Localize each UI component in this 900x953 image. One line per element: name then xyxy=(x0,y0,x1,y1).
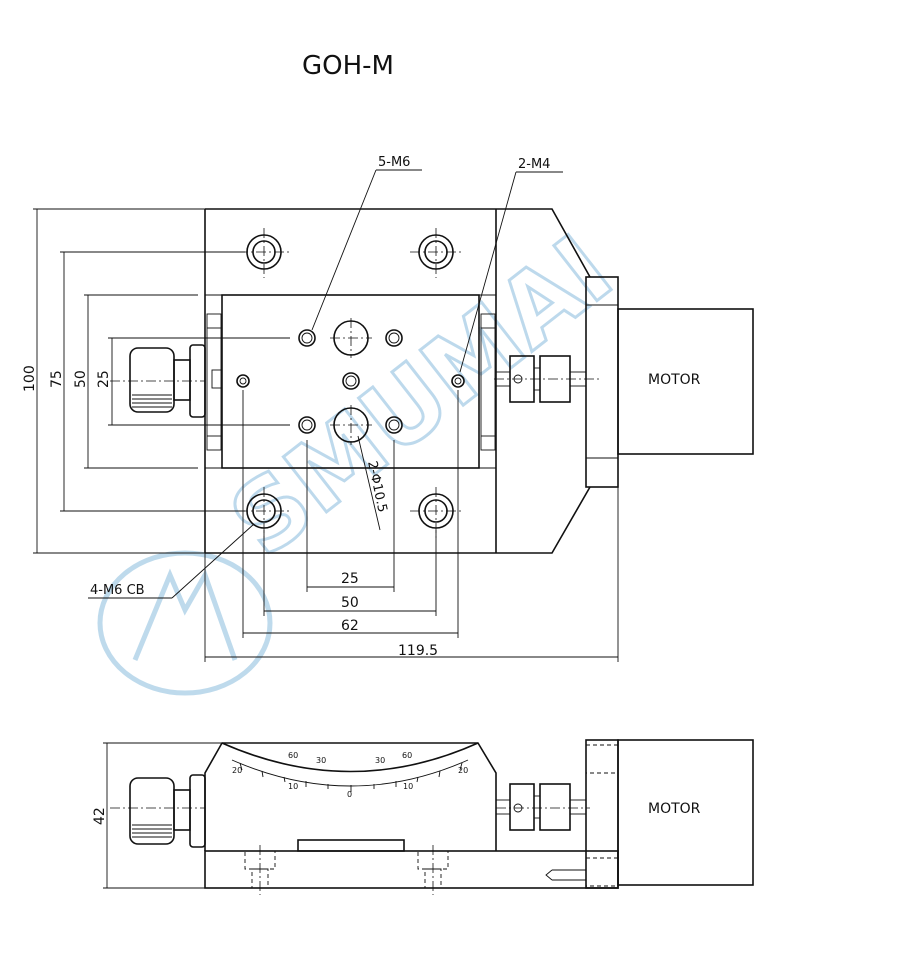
motor-label-side: MOTOR xyxy=(648,801,701,817)
dim-25-vertical: 25 xyxy=(96,370,112,388)
dim-75: 75 xyxy=(49,370,65,388)
dim-50-horizontal: 50 xyxy=(341,595,359,611)
knob-top xyxy=(129,347,175,413)
scale-label-0: 0 xyxy=(347,790,352,799)
m6-holes xyxy=(298,329,403,434)
scale-label-left-20: 20 xyxy=(232,766,242,775)
scale-label-right-20: 20 xyxy=(458,766,468,775)
scale-label-right-30: 30 xyxy=(375,756,385,765)
knob-side xyxy=(129,777,175,845)
scale-label-left-10: 10 xyxy=(288,782,298,791)
drawing-title: GOH-M xyxy=(302,51,394,81)
callout-2-m4: 2-M4 xyxy=(518,157,550,172)
dim-50: 50 xyxy=(73,370,89,388)
side-view: 20 10 60 30 0 30 60 10 20 xyxy=(92,739,754,895)
dim-100: 100 xyxy=(22,365,38,392)
motor-body-side xyxy=(617,739,754,886)
top-view: MOTOR xyxy=(22,155,754,662)
callout-5-m6: 5-M6 xyxy=(378,155,410,170)
dim-25-horizontal: 25 xyxy=(341,571,359,587)
dim-62: 62 xyxy=(341,618,359,634)
dim-42: 42 xyxy=(92,807,108,825)
motor-label-top: MOTOR xyxy=(648,372,701,388)
watermark-logo: SMUMAI xyxy=(97,212,634,696)
callout-4-m6-cb: 4-M6 CB xyxy=(90,583,145,598)
scale-label-right-60: 60 xyxy=(402,751,412,760)
dim-119-5: 119.5 xyxy=(398,643,438,659)
scale-label-left-60: 60 xyxy=(288,751,298,760)
scale-ticks xyxy=(239,762,463,792)
scale-label-left-30: 30 xyxy=(316,756,326,765)
scale-label-right-10: 10 xyxy=(403,782,413,791)
motor-body-top xyxy=(617,308,754,455)
